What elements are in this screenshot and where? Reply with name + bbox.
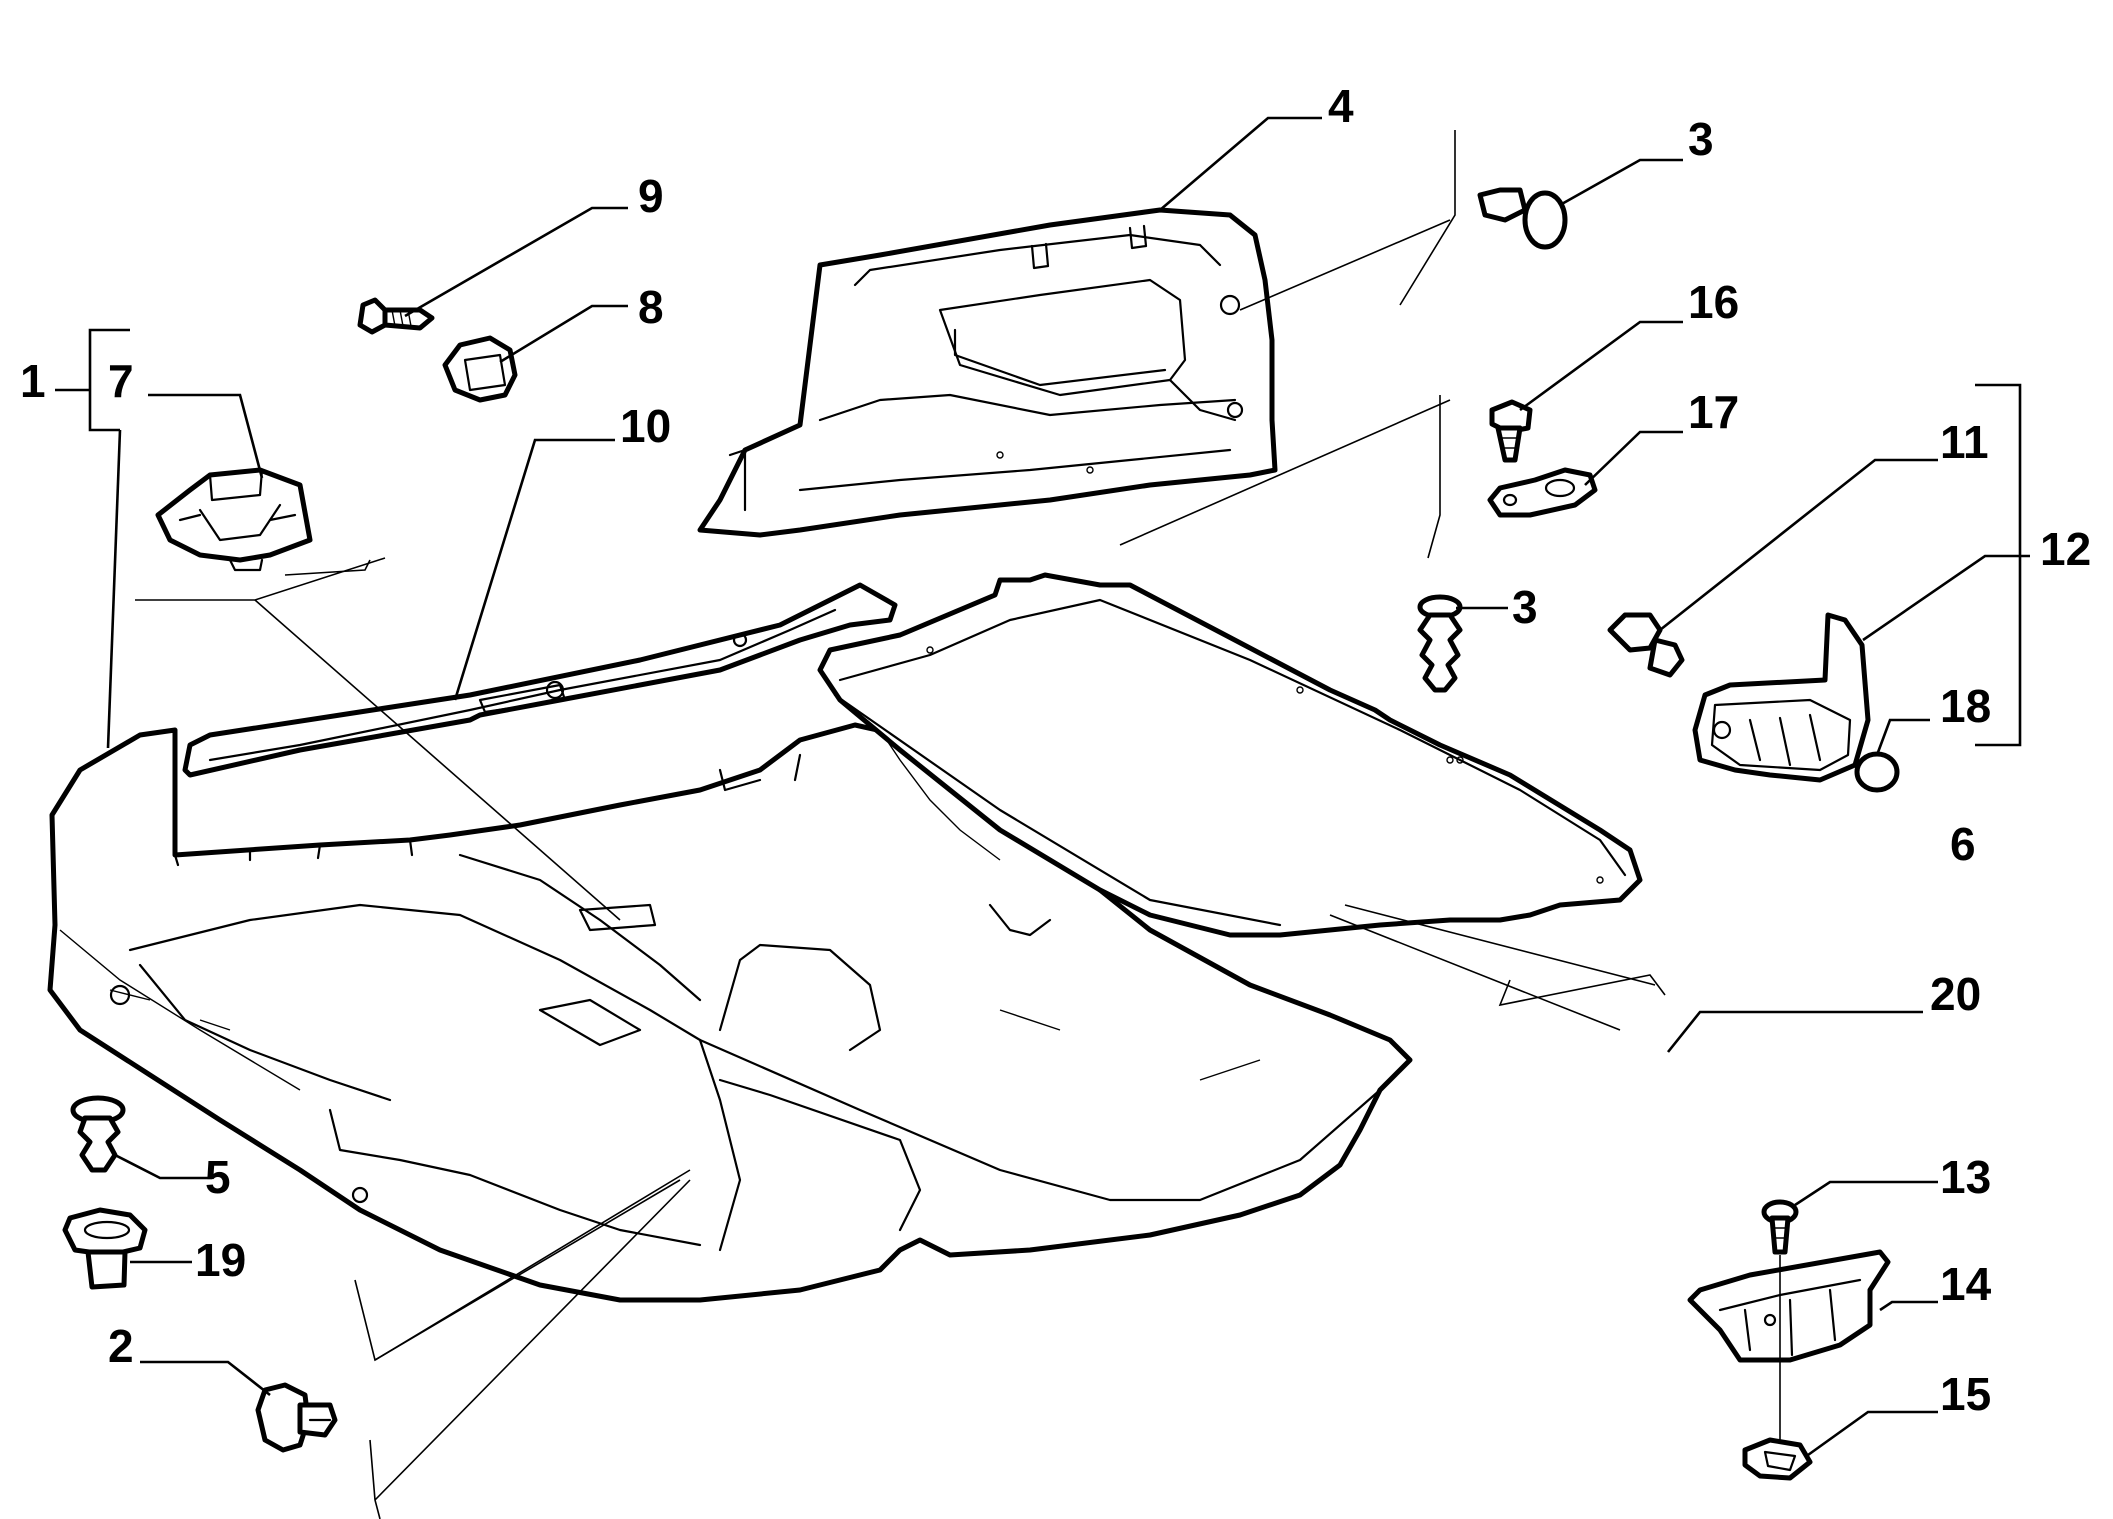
callout-14: 14: [1940, 1258, 1992, 1310]
washer-bracket-part-17: [1487, 467, 1598, 518]
screw-part-16: [1489, 399, 1533, 463]
callout-8: 8: [638, 281, 664, 333]
callout-11: 11: [1940, 416, 1989, 468]
callout-1: 1: [20, 355, 46, 407]
cap-plug-part-18: [1854, 751, 1900, 793]
retainer-clip-part-11: [1607, 612, 1685, 678]
callout-16: 16: [1688, 276, 1739, 328]
callout-3-mid: 3: [1512, 581, 1538, 633]
callout-7: 7: [108, 355, 134, 407]
callout-3-upper: 3: [1688, 113, 1714, 165]
screw-part-9: [357, 297, 435, 335]
callout-13: 13: [1940, 1151, 1991, 1203]
trim-clip-part-7: [155, 467, 313, 572]
callout-18: 18: [1940, 680, 1991, 732]
clip-nut-part-15: [1742, 1437, 1813, 1481]
callout-10: 10: [620, 400, 671, 452]
grommet-part-19: [62, 1207, 148, 1290]
side-trim-panel-part: [697, 207, 1278, 538]
callout-4: 4: [1328, 80, 1354, 132]
push-nut-part-8: [442, 335, 518, 403]
lamp-housing-part-12: [1692, 612, 1871, 783]
bracket-cover-part-14: [1687, 1249, 1891, 1363]
callout-20: 20: [1930, 968, 1981, 1020]
callout-6: 6: [1950, 818, 1976, 870]
leader-lines: [55, 116, 2030, 1519]
callout-19: 19: [195, 1234, 246, 1286]
push-clip-part-2: [255, 1382, 338, 1453]
callout-12: 12: [2040, 523, 2091, 575]
callout-5: 5: [205, 1151, 231, 1203]
fir-tree-clip-part-3-mid: [1417, 594, 1463, 693]
callout-17: 17: [1688, 386, 1739, 438]
luggage-floor-panel-part: [817, 572, 1643, 938]
fir-tree-clip-part-5: [70, 1095, 126, 1173]
screw-part-13: [1761, 1199, 1799, 1255]
rivet-part-3-upper: [1477, 187, 1568, 250]
sill-trim-strip-part: [182, 582, 898, 778]
callout-9: 9: [638, 170, 664, 222]
callout-15: 15: [1940, 1368, 1991, 1420]
callout-2: 2: [108, 1320, 134, 1372]
callout-labels: 1 2 3 3 4 5 6 7 8 9 10 11 12 13 14 15 16…: [20, 80, 2091, 1420]
